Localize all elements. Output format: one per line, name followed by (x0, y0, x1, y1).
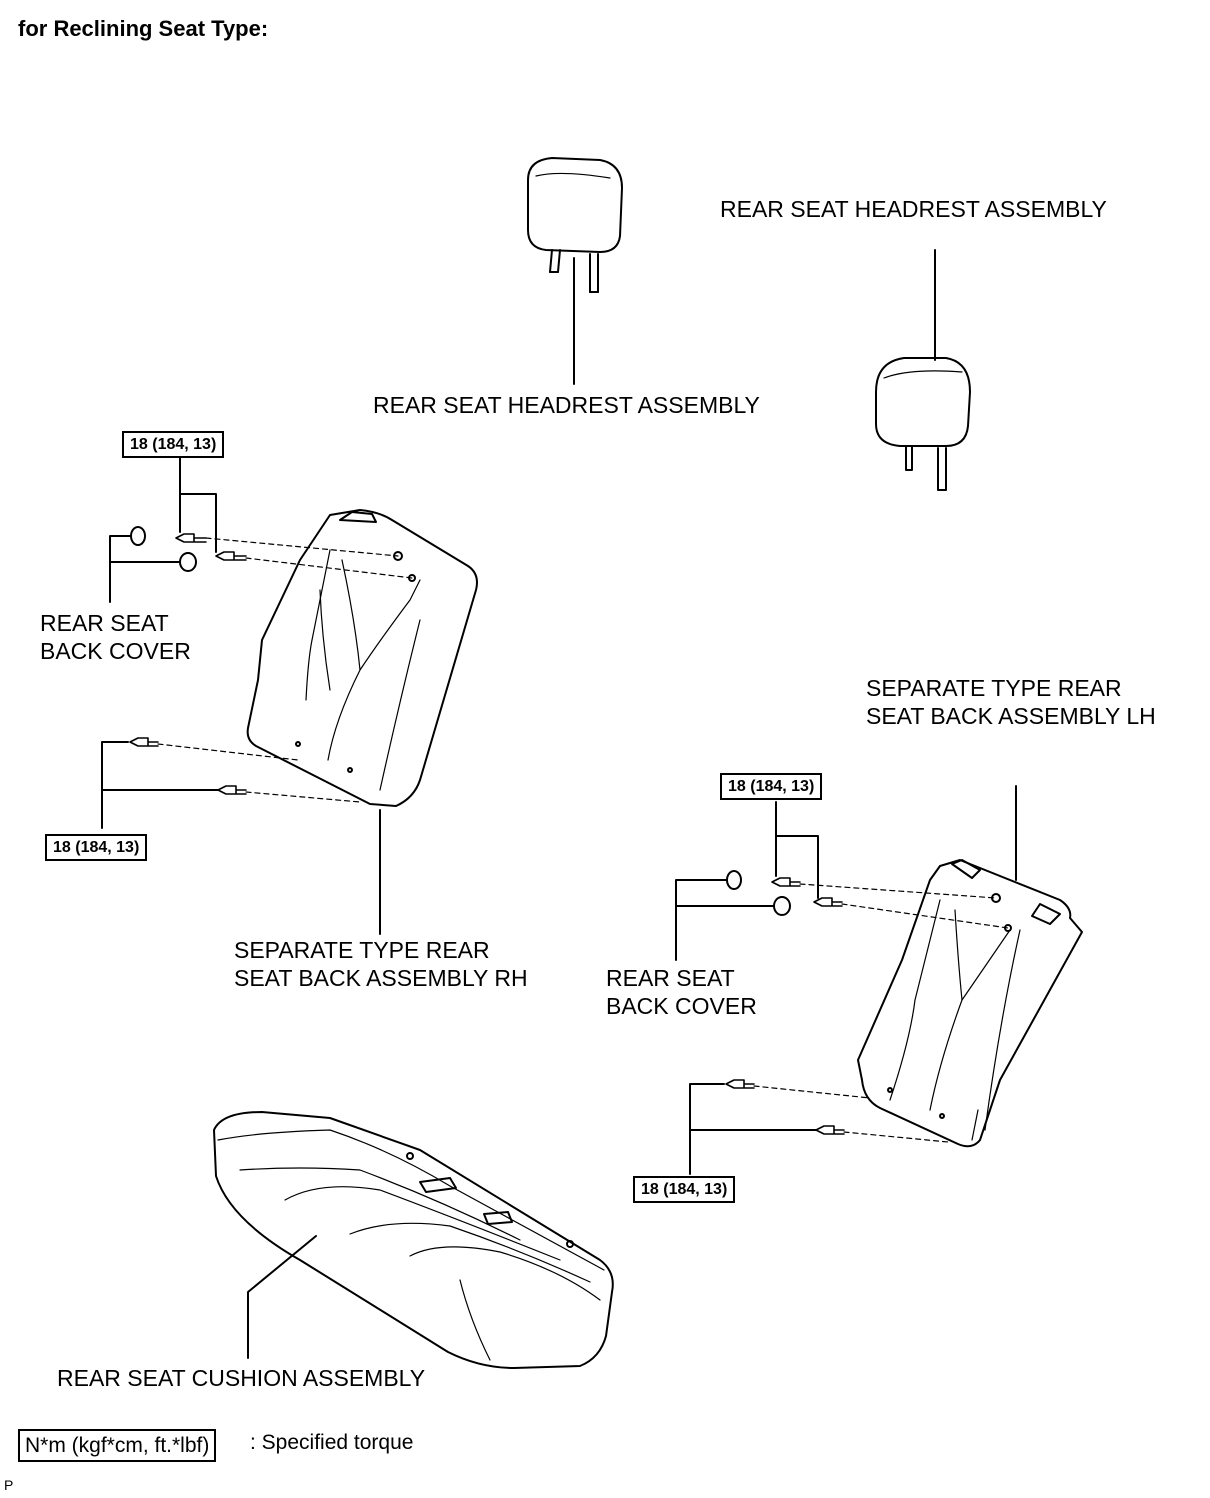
label-headrest-center: REAR SEAT HEADREST ASSEMBLY (373, 392, 760, 418)
cushion-drawing (213, 1111, 614, 1369)
label-back-cover-left-line1: REAR SEAT (40, 610, 169, 636)
page-title: for Reclining Seat Type: (18, 16, 269, 41)
label-seatback-lh-line2: SEAT BACK ASSEMBLY LH (866, 703, 1156, 729)
leader-cushion (247, 1235, 317, 1359)
torque-box-lh-lower: 18 (184, 13) (633, 1176, 736, 1203)
headrest-center-drawing (527, 157, 623, 293)
torque-box-rh-lower: 18 (184, 13) (45, 834, 148, 861)
label-cushion: REAR SEAT CUSHION ASSEMBLY (57, 1365, 426, 1391)
corner-mark: P (4, 1477, 14, 1493)
leaders-rh (101, 457, 381, 935)
label-back-cover-right-line2: BACK COVER (606, 993, 757, 1019)
leaders-lh (675, 785, 1017, 1175)
label-seatback-rh-line2: SEAT BACK ASSEMBLY RH (234, 965, 528, 991)
label-back-cover-left-line2: BACK COVER (40, 638, 191, 664)
torque-box-lh-upper: 18 (184, 13) (720, 773, 823, 800)
headrest-right-drawing (875, 357, 971, 491)
label-headrest-right: REAR SEAT HEADREST ASSEMBLY (720, 196, 1107, 222)
torque-box-rh-upper: 18 (184, 13) (122, 431, 225, 458)
label-seatback-lh-line1: SEPARATE TYPE REAR (866, 675, 1122, 701)
dashed-lines-rh (157, 537, 413, 803)
label-seatback-rh-line1: SEPARATE TYPE REAR (234, 937, 490, 963)
dashed-lines-lh (753, 883, 1009, 1143)
seatback-rh-drawing (246, 509, 478, 807)
seatback-lh-drawing (857, 859, 1083, 1148)
legend-torque-box: N*m (kgf*cm, ft.*lbf) (18, 1429, 217, 1463)
label-back-cover-right-line1: REAR SEAT (606, 965, 735, 991)
legend-text: : Specified torque (250, 1431, 414, 1454)
